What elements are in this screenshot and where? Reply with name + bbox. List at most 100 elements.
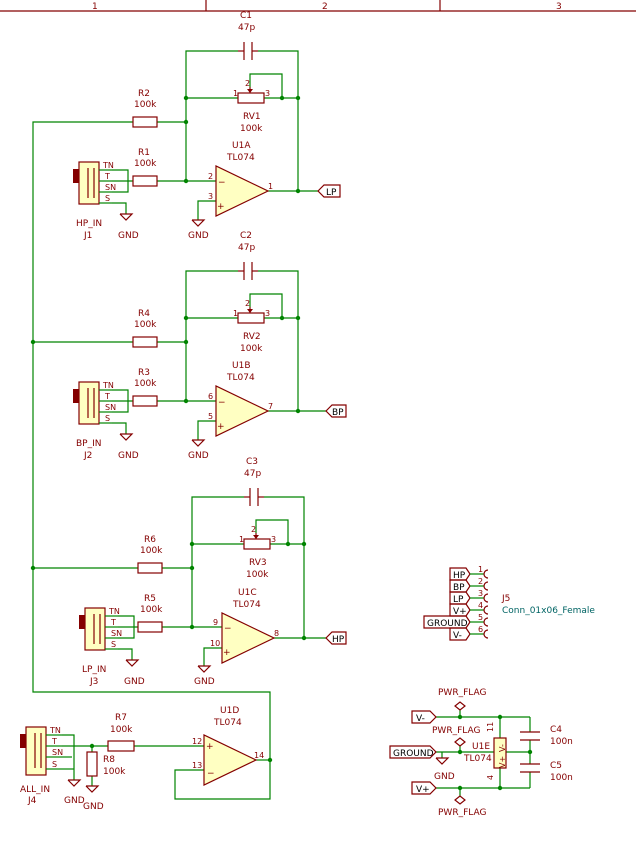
rv3-pin-2: 2 <box>251 525 256 534</box>
net-label-bp: BP <box>325 404 347 418</box>
u1a-pin-out: 1 <box>268 182 273 191</box>
u1c-value: TL074 <box>232 600 261 610</box>
j5-label-bp: BP <box>453 583 465 593</box>
svg-text:5: 5 <box>478 613 483 622</box>
j5-label-lp: LP <box>453 595 464 605</box>
j5-label-vplus: V+ <box>453 607 467 617</box>
rv1-pin-2: 2 <box>245 79 250 88</box>
j4-ref: J4 <box>27 796 37 806</box>
pwr-flag-label: PWR_FLAG <box>432 726 480 736</box>
u1d-pin-out: 14 <box>254 751 264 760</box>
j5-pin-2: BP 2 <box>449 577 489 593</box>
gnd-label: GND <box>194 677 215 687</box>
c4-value: 100n <box>550 737 573 747</box>
u1c-ref: U1C <box>238 588 257 598</box>
j1-pin-s: S <box>105 194 110 203</box>
rv1-pin-1: 1 <box>233 89 238 98</box>
resistor-r2: R2 100k <box>132 89 158 128</box>
svg-text:4: 4 <box>478 601 483 610</box>
svg-text:+: + <box>217 422 225 432</box>
gnd-label: GND <box>64 796 85 806</box>
jack-j3: TN T SN S LP_IN J3 GND <box>79 607 145 687</box>
gnd-label: GND <box>83 802 104 812</box>
rv3-ref: RV3 <box>249 558 267 568</box>
resistor-r1: R1 100k <box>132 148 158 187</box>
c5-ref: C5 <box>550 761 562 771</box>
j5-pin-3: LP 3 <box>449 589 489 605</box>
filter-stage-lp: C1 47p 1 2 3 RV1 100k R2 100k R1 100k <box>73 11 341 241</box>
j3-pin-tn: TN <box>108 607 120 616</box>
gnd-symbol: GND <box>194 665 215 687</box>
rv2-pin-1: 1 <box>233 309 238 318</box>
j5-label-vminus: V- <box>453 631 462 641</box>
pwr-flag-middle: PWR_FLAG <box>432 726 480 747</box>
vminus-label: V- <box>411 710 437 724</box>
sheet-frame: 1 2 3 <box>0 0 636 12</box>
filter-stage-bp: C2 47p 1 2 3 RV2 100k R4 100k R3 100k − … <box>73 231 347 461</box>
gnd-label: GND <box>434 772 455 782</box>
j2-pin-sn: SN <box>105 403 116 412</box>
r1-ref: R1 <box>138 148 150 158</box>
u1b-pin-out: 7 <box>268 402 273 411</box>
opamp-u1a: − + 2 3 1 U1A TL074 <box>208 141 273 217</box>
j5-pin-4: V+ 4 <box>449 601 489 617</box>
pwr-flag-bottom: PWR_FLAG <box>438 795 486 818</box>
u1b-value: TL074 <box>226 373 255 383</box>
j2-pin-t: T <box>104 392 110 401</box>
power-section: PWR_FLAG PWR_FLAG PWR_FLAG V- GROUND GND <box>389 688 573 818</box>
rv3-pin-3: 3 <box>271 535 276 544</box>
capacitor-c4: C4 100n <box>520 725 573 747</box>
net-label-lp: LP <box>317 184 341 198</box>
net-label-hp: HP <box>325 631 347 645</box>
j5-value: Conn_01x06_Female <box>502 606 595 616</box>
svg-text:−: − <box>218 178 226 188</box>
j2-pin-s: S <box>105 414 110 423</box>
capacitor-c3: C3 47p <box>244 457 264 506</box>
r4-ref: R4 <box>138 309 150 319</box>
svg-text:3: 3 <box>478 589 483 598</box>
u1d-pin-inv: 13 <box>192 761 202 770</box>
c3-ref: C3 <box>246 457 258 467</box>
c2-value: 47p <box>238 243 255 253</box>
rv1-value: 100k <box>240 124 263 134</box>
ground-label: GROUND <box>389 745 437 759</box>
svg-text:GROUND: GROUND <box>393 749 434 759</box>
rv3-value: 100k <box>246 570 269 580</box>
c2-ref: C2 <box>240 231 252 241</box>
r3-ref: R3 <box>138 368 150 378</box>
u1b-ref: U1B <box>232 361 251 371</box>
svg-text:1: 1 <box>478 565 483 574</box>
j5-label-hp: HP <box>453 571 466 581</box>
hp-label: HP <box>332 635 345 645</box>
r2-ref: R2 <box>138 89 150 99</box>
rv1-ref: RV1 <box>243 112 261 122</box>
pwr-flag-label: PWR_FLAG <box>438 688 486 698</box>
svg-text:6: 6 <box>478 625 483 634</box>
buffer-stage-u1d: R7 100k R8 100k GND + − 12 13 14 U1D TL0… <box>20 706 273 812</box>
j5-ref: J5 <box>501 594 510 604</box>
rv3-pin-1: 1 <box>239 535 244 544</box>
j1-pin-t: T <box>104 172 110 181</box>
u1a-ref: U1A <box>232 141 251 151</box>
rv2-value: 100k <box>240 344 263 354</box>
j5-pin-5: GROUND 5 <box>423 613 489 629</box>
j1-pin-sn: SN <box>105 183 116 192</box>
rv1-pin-3: 3 <box>265 89 270 98</box>
jack-j4: TN T SN S ALL_IN J4 GND <box>20 726 85 806</box>
u1d-ref: U1D <box>220 706 239 716</box>
opamp-u1c: − + 9 10 8 U1C TL074 <box>210 588 279 664</box>
filter-stage-hp: C3 47p 1 2 3 RV3 100k R6 100k R5 100k − … <box>79 457 347 687</box>
capacitor-c2: C2 47p <box>238 231 258 280</box>
rv2-ref: RV2 <box>243 332 261 342</box>
input-bus-wire <box>30 121 271 760</box>
r4-value: 100k <box>134 320 157 330</box>
pwr-flag-top: PWR_FLAG <box>438 688 486 711</box>
j4-pin-s: S <box>52 760 57 769</box>
resistor-r8: R8 100k GND <box>83 751 126 812</box>
u1b-pin-inv: 6 <box>208 392 213 401</box>
u1c-pin-noninv: 10 <box>210 639 220 648</box>
potentiometer-rv2: 1 2 3 RV2 100k <box>233 299 270 354</box>
jack-j2: TN T SN S BP_IN J2 GND <box>73 381 139 461</box>
r2-value: 100k <box>134 100 157 110</box>
